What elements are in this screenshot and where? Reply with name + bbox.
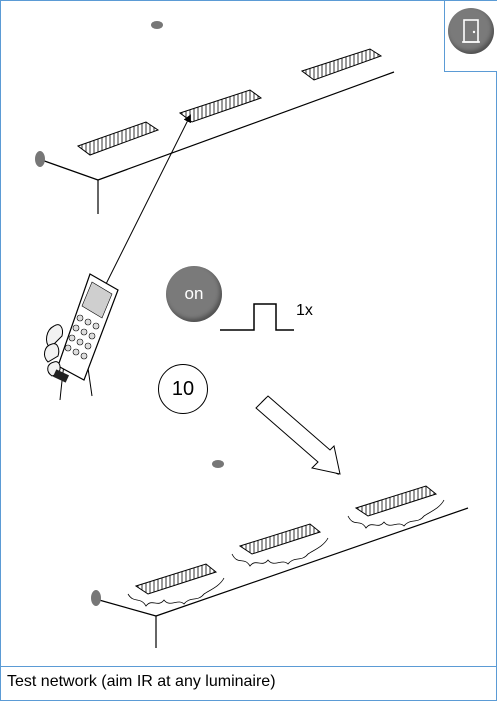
luminaire-lower-1 (127, 563, 225, 607)
pulse-count-label: 1x (296, 302, 313, 319)
caption-divider (0, 666, 497, 667)
luminaire-lower-3 (347, 485, 445, 529)
ceiling-upper (35, 21, 395, 214)
pulse-waveform (220, 303, 294, 331)
ir-beam-arrow (103, 114, 191, 289)
luminaire-lower-2 (231, 523, 329, 567)
transition-arrow (255, 395, 341, 475)
on-button: on (166, 266, 222, 322)
luminaire-upper-1 (76, 121, 160, 156)
exit-door-icon (462, 19, 480, 43)
ceiling-lower (91, 460, 469, 648)
caption-text: Test network (aim IR at any luminaire) (7, 673, 276, 690)
luminaire-upper-2 (178, 89, 263, 123)
exit-button[interactable] (448, 8, 494, 54)
luminaire-upper-3 (300, 48, 383, 81)
step-number-badge: 10 (158, 364, 208, 414)
remote-control-hand (44, 273, 119, 401)
